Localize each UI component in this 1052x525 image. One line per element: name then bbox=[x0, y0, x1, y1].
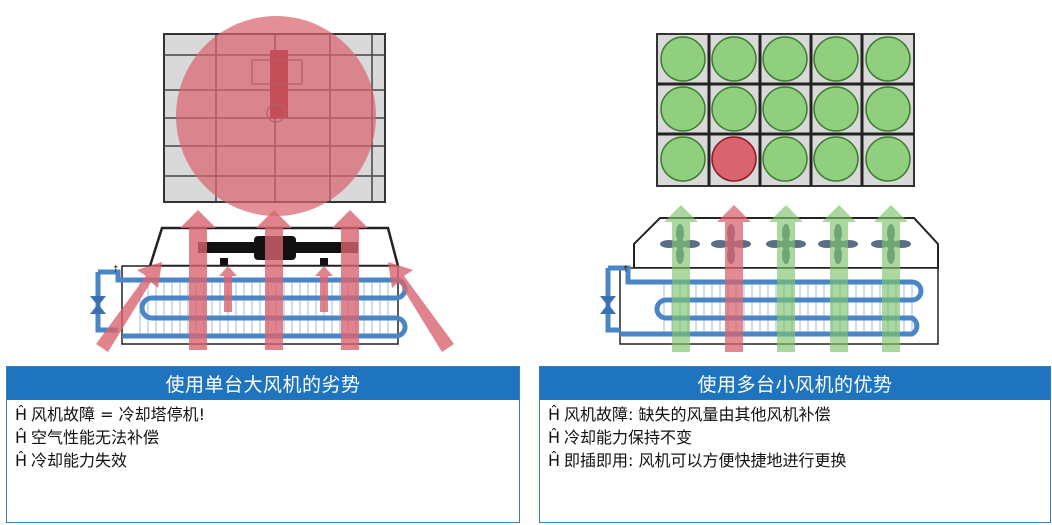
failed-fan-cell bbox=[711, 136, 757, 182]
valve-icon bbox=[90, 296, 106, 306]
large-fan-airflow-zone bbox=[176, 16, 376, 216]
multi-fan-diagram: ↑ bbox=[600, 33, 939, 352]
multi-valve-icon bbox=[600, 296, 616, 306]
svg-text:↑: ↑ bbox=[112, 265, 120, 275]
airflow-arrow-failed bbox=[717, 205, 751, 352]
bullet-icon: Ĥ bbox=[15, 405, 28, 424]
single-fan-diagram: ↑ bbox=[90, 16, 454, 352]
bullet-icon: Ĥ bbox=[15, 428, 28, 447]
disadvantages-title: 使用单台大风机的劣势 bbox=[7, 367, 519, 400]
bullet-icon: Ĥ bbox=[548, 451, 561, 470]
svg-text:↑: ↑ bbox=[622, 265, 630, 275]
bullet-icon: Ĥ bbox=[548, 405, 561, 424]
bullet-icon: Ĥ bbox=[15, 451, 28, 470]
fan-grid-lines bbox=[657, 34, 914, 186]
bullet-icon: Ĥ bbox=[548, 428, 561, 447]
multi-coil-pipe bbox=[608, 265, 924, 337]
airflow-arrows-red bbox=[96, 210, 454, 352]
small-fan-cells bbox=[660, 36, 911, 182]
airflow-arrows-green bbox=[664, 205, 908, 352]
cooling-diagrams: ↑ bbox=[90, 16, 939, 352]
advantages-title: 使用多台小风机的优势 bbox=[540, 367, 1050, 400]
